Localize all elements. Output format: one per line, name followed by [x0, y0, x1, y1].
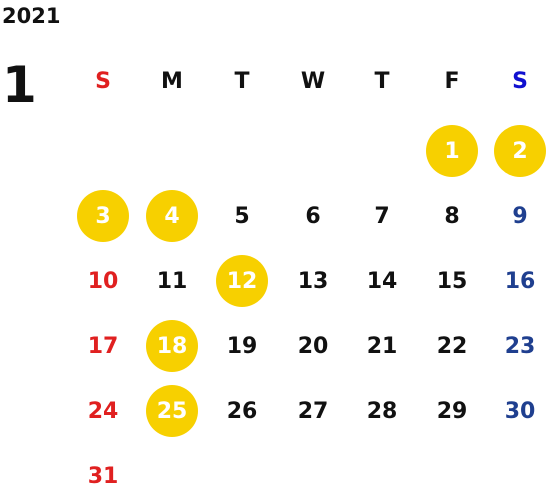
weekday-header: F — [444, 68, 460, 94]
calendar-day: 30 — [504, 398, 536, 424]
calendar-day: 16 — [504, 268, 536, 294]
calendar-day: 26 — [226, 398, 258, 424]
weekday-header: T — [374, 68, 390, 94]
calendar-day: 6 — [305, 203, 321, 229]
calendar-day: 14 — [366, 268, 398, 294]
calendar-day: 20 — [297, 333, 329, 359]
calendar-day: 29 — [436, 398, 468, 424]
calendar-day-highlighted: 4 — [146, 190, 198, 242]
calendar-day-highlighted: 18 — [146, 320, 198, 372]
calendar-day-highlighted: 3 — [77, 190, 129, 242]
calendar-day: 7 — [374, 203, 390, 229]
calendar-day: 22 — [436, 333, 468, 359]
calendar-day: 5 — [234, 203, 250, 229]
calendar-day: 17 — [87, 333, 119, 359]
calendar-day-highlighted: 1 — [426, 125, 478, 177]
calendar-day: 15 — [436, 268, 468, 294]
calendar-day-highlighted: 25 — [146, 385, 198, 437]
weekday-header: S — [512, 68, 528, 94]
calendar-year: 2021 — [2, 4, 61, 28]
calendar-day: 31 — [87, 463, 119, 489]
weekday-header: M — [161, 68, 183, 94]
weekday-header: W — [300, 68, 326, 94]
calendar-day-highlighted: 12 — [216, 255, 268, 307]
calendar-day: 24 — [87, 398, 119, 424]
calendar-day: 23 — [504, 333, 536, 359]
weekday-header: S — [95, 68, 111, 94]
calendar-month: 1 — [2, 56, 37, 114]
calendar-day: 28 — [366, 398, 398, 424]
calendar-day: 13 — [297, 268, 329, 294]
calendar-day: 9 — [512, 203, 528, 229]
calendar-day: 8 — [444, 203, 460, 229]
weekday-header: T — [234, 68, 250, 94]
calendar-day-highlighted: 2 — [494, 125, 546, 177]
calendar-day: 21 — [366, 333, 398, 359]
calendar-day: 19 — [226, 333, 258, 359]
calendar-day: 11 — [156, 268, 188, 294]
calendar-day: 10 — [87, 268, 119, 294]
calendar-day: 27 — [297, 398, 329, 424]
